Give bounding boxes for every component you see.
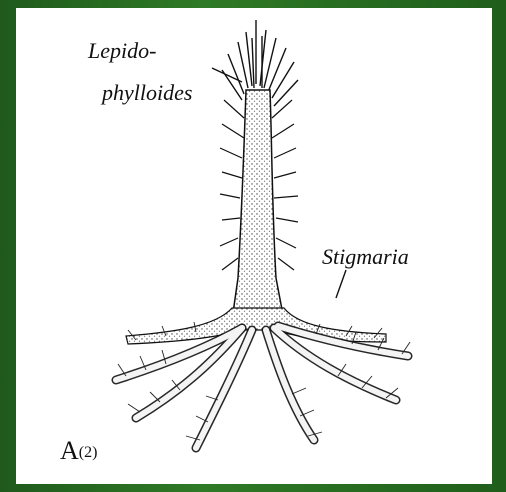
trunk	[232, 90, 284, 320]
root-base	[126, 308, 386, 344]
lepidophylloides-label-line1: Lepido-	[88, 38, 156, 64]
figure-number: (2)	[79, 444, 98, 461]
stigmaria-leader	[336, 270, 346, 298]
lepidophylloides-leader	[212, 68, 242, 82]
figure-letter: A	[60, 436, 79, 465]
lepidophylloides-label-line2: phylloides	[102, 80, 192, 106]
illustration-panel: Lepido- phylloides Stigmaria A(2)	[16, 8, 492, 484]
figure-id: A(2)	[60, 436, 97, 466]
lepidodendron-illustration	[16, 8, 492, 484]
stigmaria-label: Stigmaria	[322, 244, 409, 270]
